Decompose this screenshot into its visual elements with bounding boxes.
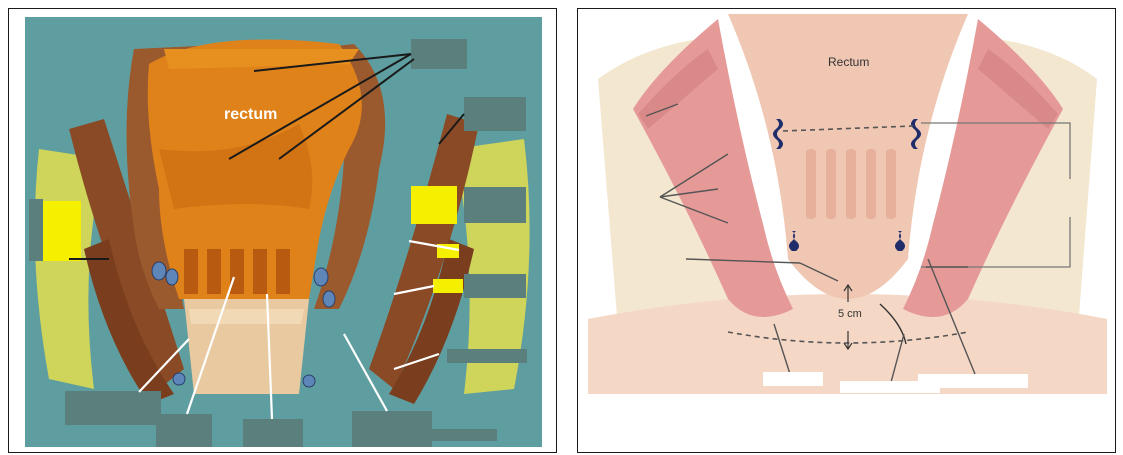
right-masked-label-1 xyxy=(763,372,823,386)
right-measure-label: 5 cm xyxy=(838,308,862,320)
right-anatomy-illustration: Rectum 5 cm xyxy=(578,9,1117,454)
right-diagram-panel: Rectum 5 cm xyxy=(577,8,1116,453)
right-rectum-label: Rectum xyxy=(828,55,869,69)
left-diagram-panel: rectum xyxy=(8,8,557,453)
right-masked-label-3 xyxy=(918,374,1028,388)
right-bottom-mask xyxy=(588,394,1108,414)
left-pectinate-line xyxy=(189,309,304,324)
left-rectum-label: rectum xyxy=(224,106,277,123)
left-anatomy-illustration: rectum xyxy=(9,9,558,454)
